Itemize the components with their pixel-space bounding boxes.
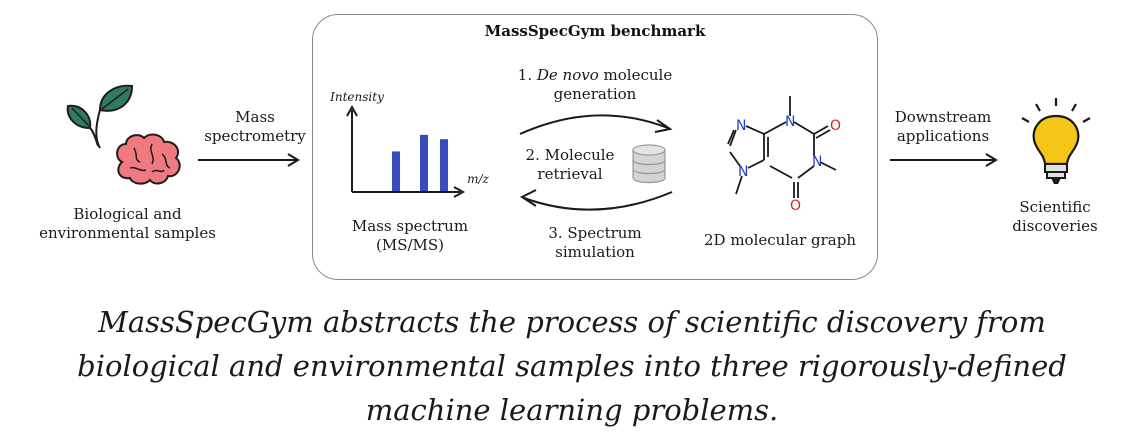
atom-o-2: O	[790, 198, 801, 214]
molecule-atoms: N N N N O O	[736, 114, 841, 214]
bulb-rays	[1021, 98, 1091, 123]
scientific-discoveries-line2: discoveries	[1012, 217, 1098, 235]
samples-label: Biological and environmental samples	[20, 205, 235, 243]
mz-axis-label: m/z	[467, 172, 489, 186]
downstream-label: Downstream applications	[880, 108, 1006, 146]
spectrum-bars	[392, 134, 448, 191]
samples-illustration	[60, 80, 170, 190]
task-1-line2: generation	[553, 85, 637, 103]
spectrum-peak-2	[420, 134, 428, 191]
mass-spectrometry-line1: Mass	[235, 108, 275, 126]
spectrum-axes	[346, 104, 466, 198]
task-3-label: 3. Spectrum simulation	[510, 224, 680, 262]
task-3-line2: simulation	[555, 243, 635, 261]
samples-label-line2: environmental samples	[39, 224, 216, 242]
task-1-suffix: molecule	[598, 66, 673, 84]
mass-spectrometry-line2: spectrometry	[204, 127, 306, 145]
mass-spectrometry-arrow	[198, 153, 300, 167]
task-2-line2: retrieval	[537, 165, 603, 183]
mass-spectrum-label-line2: (MS/MS)	[375, 236, 445, 254]
molecule-bonds	[727, 96, 837, 198]
atom-n-4: N	[738, 164, 748, 180]
task-2-line1: 2. Molecule	[525, 146, 615, 164]
caption-line-2: biological and environmental samples int…	[77, 349, 1067, 383]
downstream-line2: applications	[896, 127, 990, 145]
lightbulb-icon	[1021, 98, 1091, 184]
molecular-graph: N N N N O O	[727, 96, 841, 214]
task-1-label: 1. De novo molecule generation	[500, 66, 690, 104]
scientific-discoveries-line1: Scientific	[1019, 198, 1091, 216]
mass-spectrum-label-line1: Mass spectrum	[351, 217, 469, 235]
figure-caption: MassSpecGym abstracts the process of sci…	[0, 300, 1144, 432]
downstream-line1: Downstream	[894, 108, 992, 126]
task-1-line1: 1. De novo molecule	[500, 66, 690, 85]
generation-arrow	[519, 114, 673, 135]
caption-line-3: machine learning problems.	[365, 393, 779, 427]
spectrum-peak-1	[392, 151, 400, 191]
task-3-line1: 3. Spectrum	[548, 224, 642, 242]
molecular-graph-label: 2D molecular graph	[704, 231, 856, 249]
intensity-axis-label: Intensity	[330, 90, 384, 104]
leaves-icon	[66, 84, 134, 149]
task-1-italic: De novo	[536, 66, 599, 84]
task-2-label: 2. Molecule retrieval	[512, 146, 628, 184]
benchmark-title: MassSpecGym benchmark	[484, 22, 706, 40]
atom-n-1: N	[785, 114, 795, 130]
mass-spectrum-label: Mass spectrum (MS/MS)	[335, 217, 485, 255]
scientific-discoveries-label: Scientific discoveries	[990, 198, 1120, 236]
benchmark-box	[312, 14, 878, 280]
mass-spectrometry-label: Mass spectrometry	[200, 108, 310, 146]
atom-o-1: O	[830, 118, 841, 134]
brain-icon	[112, 132, 184, 194]
spectrum-peak-3	[440, 139, 448, 191]
downstream-arrow	[890, 153, 998, 167]
simulation-arrow	[519, 189, 673, 211]
atom-n-2: N	[812, 154, 822, 170]
mass-spectrum-plot	[346, 104, 466, 198]
task-1-prefix: 1.	[517, 66, 537, 84]
database-icon	[632, 144, 666, 184]
caption-line-1: MassSpecGym abstracts the process of sci…	[98, 305, 1046, 339]
samples-label-line1: Biological and	[73, 205, 182, 223]
atom-n-3: N	[736, 118, 746, 134]
